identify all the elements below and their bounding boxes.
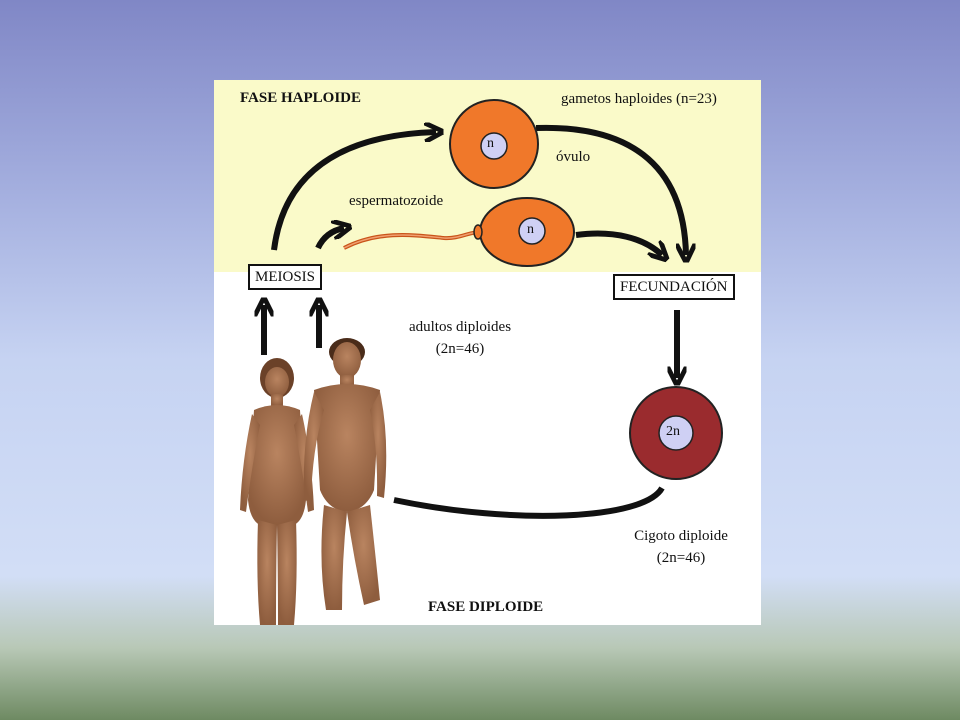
- sperm-nucleus-label: n: [527, 222, 534, 237]
- life-cycle-diagram: FASE HAPLOIDE gametos haploides (n=23) ó…: [214, 80, 761, 625]
- ovum-to-fertilization-arrow: [535, 124, 686, 255]
- zygote-label-line1: Cigoto diploide: [634, 528, 728, 544]
- adults-label: adultos diploides (2n=46): [390, 318, 530, 358]
- meiosis-to-sperm-arrow: [315, 228, 344, 250]
- zygote-nucleus-label: 2n: [666, 424, 680, 439]
- sperm-label: espermatozoide: [349, 193, 444, 209]
- adult-female-figure: [240, 358, 314, 625]
- ovum-nucleus-label: n: [487, 136, 494, 151]
- zygote-label-line2: (2n=46): [656, 550, 706, 566]
- ovum-cell: [449, 99, 539, 189]
- zygote-label: Cigoto diploide (2n=46): [616, 527, 746, 567]
- haploid-phase-title: FASE HAPLOIDE: [240, 90, 361, 106]
- fertilization-box: FECUNDACIÓN: [613, 274, 735, 300]
- gametes-label: gametos haploides (n=23): [561, 91, 717, 107]
- diploid-phase-title: FASE DIPLOIDE: [428, 599, 544, 615]
- sperm-cell: [343, 197, 575, 267]
- adult-male-figure: [303, 338, 387, 610]
- zygote-cell: [629, 386, 723, 480]
- zygote-to-adults-arrow: [393, 486, 665, 519]
- ovum-label: óvulo: [556, 149, 591, 165]
- sperm-to-fertilization-arrow: [575, 230, 662, 255]
- diagram-graphics: [240, 99, 723, 625]
- adults-label-line1: adultos diploides: [408, 319, 512, 335]
- meiosis-to-ovum-arrow: [271, 132, 436, 251]
- meiosis-box: MEIOSIS: [248, 264, 323, 290]
- adults-label-line2: (2n=46): [435, 341, 485, 357]
